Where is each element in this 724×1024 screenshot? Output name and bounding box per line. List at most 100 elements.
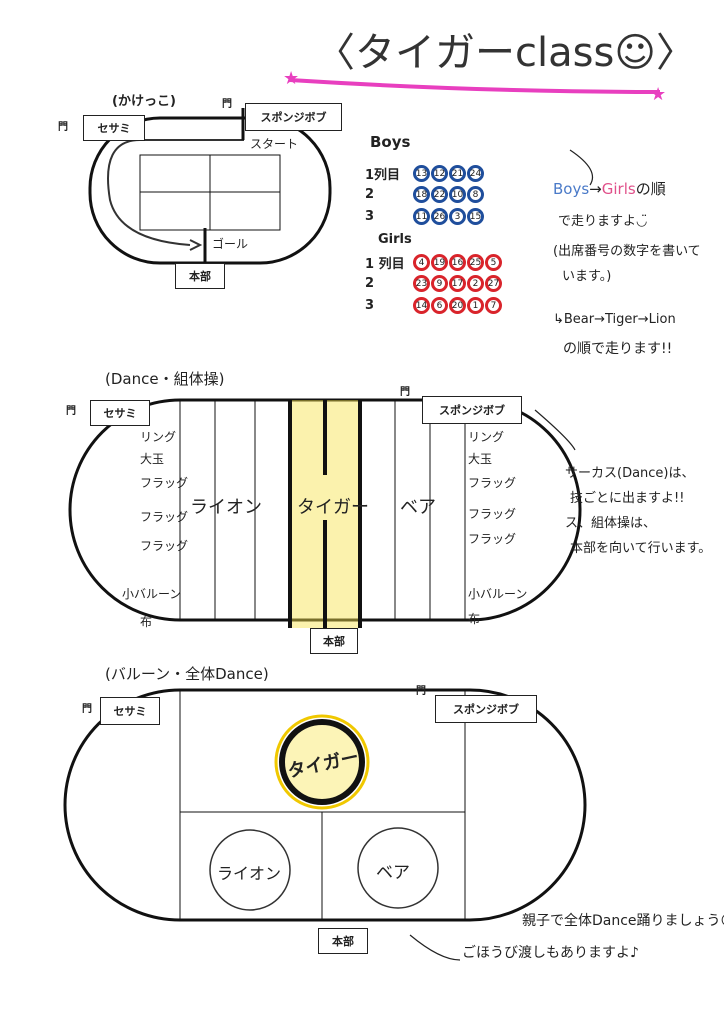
number-circle: 3 (449, 208, 466, 225)
number-circle: 20 (449, 297, 466, 314)
number-circle: 14 (413, 297, 430, 314)
sesame-box: セサミ (90, 400, 150, 426)
number-circle: 21 (449, 165, 466, 182)
boys-row-label: 3 (365, 209, 375, 224)
balloon-track (63, 688, 587, 922)
right-item-label: フラッグ (468, 476, 517, 490)
goal-label: ゴール (212, 237, 249, 251)
page-title: 〈タイガーclass☺〉 (315, 30, 696, 76)
spongebob-box: スポンジボブ (422, 396, 522, 424)
gate-label: 門 (66, 406, 76, 417)
balloon-note-line: 親子で全体Dance踊りましょう☺ (522, 913, 724, 929)
note-girls: Girls (601, 180, 636, 198)
number-circle: 9 (431, 275, 448, 292)
dance-track (68, 398, 582, 622)
sesame-box: セサミ (100, 697, 160, 725)
number-circle: 26 (431, 208, 448, 225)
bear-label: ベア (376, 863, 410, 883)
number-circle: 25 (467, 254, 484, 271)
right-item-label: 小バルーン (468, 587, 528, 601)
girls-row-label: 1 列目 (365, 257, 405, 272)
lion-circle (209, 829, 291, 911)
left-item-label: 大玉 (140, 452, 165, 466)
note-boys-girls: Boys→Girlsの順 (553, 178, 666, 199)
gate-label: 門 (82, 704, 92, 715)
number-circle: 24 (467, 165, 484, 182)
bear-circle (357, 827, 439, 909)
left-item-label: フラッグ (140, 476, 189, 490)
boys-row-label: 2 (365, 187, 375, 202)
dance-note-line: ス、組体操は、 (565, 516, 657, 531)
note-order: の順 (635, 180, 666, 198)
note-line: (出席番号の数字を書いて (553, 244, 701, 259)
note-line: います。) (562, 269, 612, 284)
lion-label: ライオン (190, 497, 262, 518)
boys-row-label: 1列目 (365, 168, 401, 183)
number-circle: 5 (485, 254, 502, 271)
number-circle: 15 (467, 208, 484, 225)
gate-label: 門 (416, 686, 426, 697)
number-circle: 2 (467, 275, 484, 292)
number-circle: 17 (449, 275, 466, 292)
right-item-label: フラッグ (468, 532, 517, 546)
spongebob-box: スポンジボブ (245, 103, 342, 131)
tiger-circle (279, 719, 365, 805)
title-underline (289, 78, 661, 94)
number-circle: 4 (413, 254, 430, 271)
star-icon: ★ (283, 68, 299, 89)
number-circle: 22 (431, 186, 448, 203)
girls-row-label: 2 (365, 276, 375, 291)
bear-label: ベア (400, 497, 436, 518)
number-circle: 8 (467, 186, 484, 203)
left-item-label: フラッグ (140, 539, 189, 553)
hq-box: 本部 (175, 263, 225, 289)
left-item-label: 小バルーン (122, 587, 182, 601)
tiger-label: タイガー (297, 497, 369, 518)
dance-note-line: サーカス(Dance)は、 (565, 466, 695, 481)
note-arrow: → (589, 180, 602, 198)
gate-label: 門 (58, 122, 68, 133)
girls-row-label: 3 (365, 298, 375, 313)
number-circle: 11 (413, 208, 430, 225)
race-route-arrow (107, 112, 244, 246)
race-heading: (かけっこ) (112, 94, 176, 109)
dance-note-line: 技ごとに出ますよ!! (570, 491, 685, 506)
note-line: の順で走ります!! (563, 341, 673, 357)
note-line: で走りますよ◡̈ (558, 214, 648, 229)
number-circle: 23 (413, 275, 430, 292)
number-circle: 10 (449, 186, 466, 203)
number-circle: 1 (467, 297, 484, 314)
number-circle: 16 (449, 254, 466, 271)
hq-box: 本部 (310, 628, 358, 654)
number-circle: 18 (413, 186, 430, 203)
boys-label: Boys (370, 133, 411, 151)
balloon-heading: (バルーン・全体Dance) (105, 665, 269, 683)
number-circle: 6 (431, 297, 448, 314)
left-item-label: リング (140, 430, 177, 444)
start-label: スタート (250, 137, 299, 151)
left-item-label: 布 (140, 615, 153, 629)
right-item-label: 大玉 (468, 452, 493, 466)
gate-label: 門 (400, 387, 410, 398)
note-line: ↳Bear→Tiger→Lion (553, 312, 676, 327)
sesame-box: セサミ (83, 115, 145, 141)
girls-label: Girls (378, 232, 412, 247)
hq-box: 本部 (318, 928, 368, 954)
right-item-label: フラッグ (468, 507, 517, 521)
lion-label: ライオン (217, 864, 282, 883)
star-icon: ★ (650, 84, 666, 105)
right-item-label: 布 (468, 612, 481, 626)
left-item-label: フラッグ (140, 510, 189, 524)
number-circle: 19 (431, 254, 448, 271)
number-circle: 27 (485, 275, 502, 292)
dance-note-line: 本部を向いて行います。 (570, 541, 712, 556)
number-circle: 13 (413, 165, 430, 182)
